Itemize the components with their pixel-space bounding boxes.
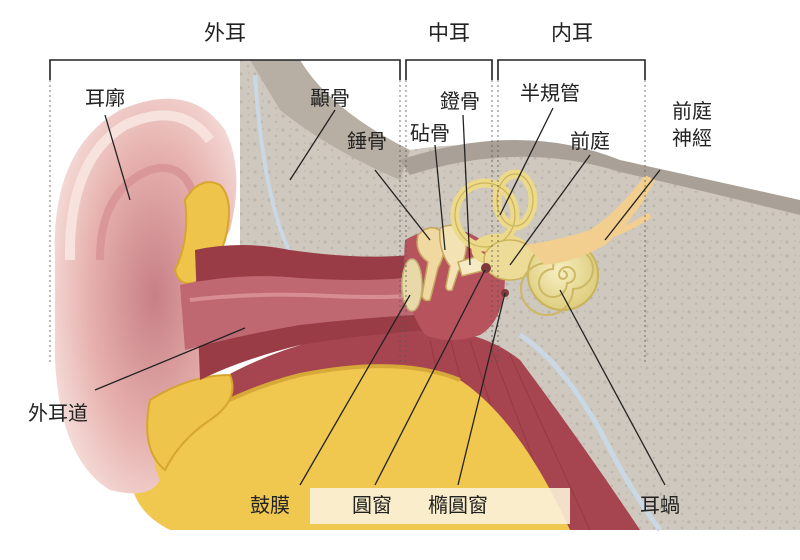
ear-canal-label: 外耳道 [28,401,88,425]
semicircular-canals-label: 半規管 [520,81,580,105]
cochlea-label: 耳蝸 [640,493,680,517]
middle-ear-bracket [405,59,493,80]
eardrum-shape [401,258,423,312]
incus-label: 砧骨 [410,121,450,145]
malleus-shape [416,226,445,302]
vestibule-label: 前庭 [570,129,610,153]
oval-window-shape [481,263,491,273]
middle-ear-title: 中耳 [428,21,470,45]
outer-ear-bracket [49,59,401,80]
leader-lines [94,107,666,486]
vestibular-nerve-shape [525,175,655,265]
lower-label-band [310,488,570,524]
stapes-label: 鐙骨 [440,89,480,113]
upper-bone-band [250,60,410,180]
ear-canal-highlight [189,292,406,302]
inner-ear-title: 内耳 [551,21,593,45]
oval-window-label: 橢圓窗 [428,493,488,517]
malleus-label: 錘骨 [347,129,387,153]
auricle-rim [64,110,214,261]
cochlea-spiral [520,248,594,316]
semicircular-canals-outline [454,173,534,248]
vestibular-nerve-label-line1: 前庭 [672,99,712,123]
auricle-label: 耳廓 [85,86,125,110]
temporal-bone-label: 顳骨 [310,86,350,110]
membrane-line [518,332,663,532]
vestibular-nerve-label-line2: 神經 [672,126,712,150]
outer-ear-title: 外耳 [204,21,246,45]
auricle-inner-fold [96,164,199,261]
vestibular-nerve-branch [589,212,652,243]
round-window-label: 圓窗 [352,493,392,517]
inner-ear-bracket [497,59,646,80]
eardrum-label: 鼓膜 [250,493,290,517]
inner-bone-plate [400,140,800,215]
